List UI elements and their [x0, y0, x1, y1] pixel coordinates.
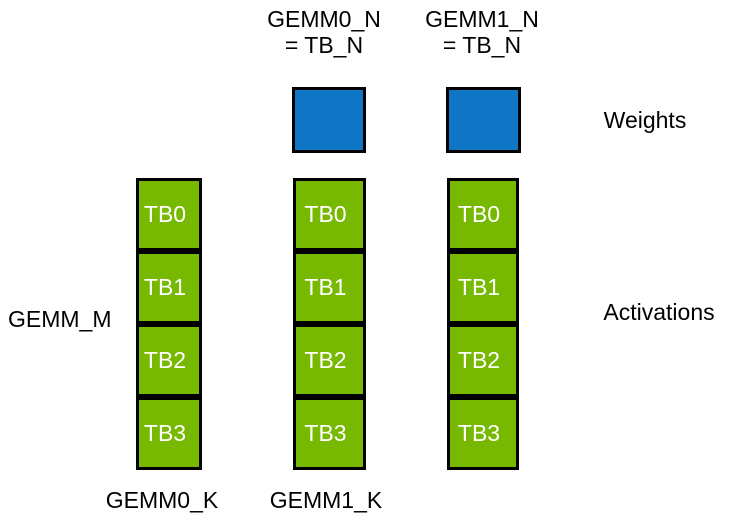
weights-tile-gemm0 — [292, 87, 366, 153]
tb-block: TB1 — [447, 251, 519, 324]
gemm-m-label: GEMM_M — [8, 306, 112, 332]
tb-block: TB1 — [136, 251, 202, 324]
tb-block: TB3 — [136, 397, 202, 470]
weights-tile-gemm1 — [446, 87, 521, 153]
gemm0-k-label: GEMM0_K — [105, 487, 219, 513]
activations-column-1: TB0 TB1 TB2 TB3 — [136, 178, 202, 470]
tb-block: TB0 — [293, 178, 366, 251]
activations-column-2: TB0 TB1 TB2 TB3 — [293, 178, 366, 470]
weights-label: Weights — [603, 107, 687, 133]
tb-block: TB0 — [136, 178, 202, 251]
header-line-1: GEMM0_N — [267, 6, 381, 32]
activations-label: Activations — [603, 299, 715, 325]
header-line-1: GEMM1_N — [425, 6, 539, 32]
tb-block: TB3 — [293, 397, 366, 470]
tb-block: TB2 — [293, 324, 366, 397]
tb-block: TB3 — [447, 397, 519, 470]
tb-block: TB2 — [447, 324, 519, 397]
activations-column-3: TB0 TB1 TB2 TB3 — [447, 178, 519, 470]
tb-block: TB2 — [136, 324, 202, 397]
header-line-2: = TB_N — [442, 32, 522, 58]
gemm1-k-label: GEMM1_K — [269, 487, 383, 513]
gemm1-n-header: GEMM1_N = TB_N — [412, 6, 552, 58]
tb-block: TB1 — [293, 251, 366, 324]
tb-block: TB0 — [447, 178, 519, 251]
gemm0-n-header: GEMM0_N = TB_N — [254, 6, 394, 58]
header-line-2: = TB_N — [284, 32, 364, 58]
